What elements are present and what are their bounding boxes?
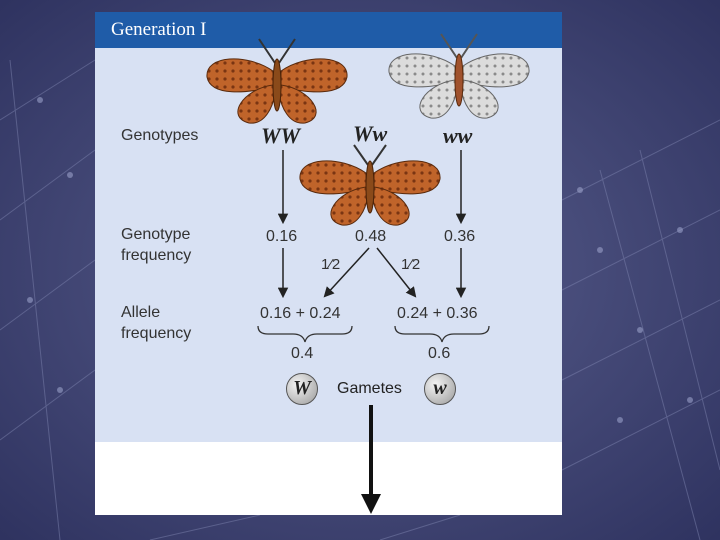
allele-frequency-label-line2: frequency xyxy=(121,323,191,344)
gametes-label: Gametes xyxy=(337,378,402,399)
allele-frequency-dominant: 0.4 xyxy=(291,345,313,363)
allele-sum-recessive: 0.24 + 0.36 xyxy=(397,305,478,323)
split-factor-left: 1⁄2 xyxy=(321,256,340,273)
diagram-panel: Generation I Genotypes Genotype frequenc… xyxy=(95,12,562,515)
generation-title: Generation I xyxy=(111,19,206,41)
header-bar: Generation I xyxy=(95,12,562,48)
genotypes-label: Genotypes xyxy=(121,125,198,146)
frequency-dominant: 0.16 xyxy=(266,228,297,246)
genotype-frequency-label-line2: frequency xyxy=(121,245,191,266)
frequency-recessive: 0.36 xyxy=(444,228,475,246)
split-factor-right: 1⁄2 xyxy=(401,256,420,273)
genotype-frequency-label-line1: Genotype xyxy=(121,224,190,245)
genotype-dominant: WW xyxy=(261,123,300,149)
allele-frequency-recessive: 0.6 xyxy=(428,345,450,363)
allele-sum-dominant: 0.16 + 0.24 xyxy=(260,305,341,323)
allele-frequency-label-line1: Allele xyxy=(121,302,160,323)
gamete-recessive-circle: w xyxy=(424,373,456,405)
gamete-dominant-circle: W xyxy=(286,373,318,405)
frequency-heterozygous: 0.48 xyxy=(355,228,386,246)
genotype-heterozygous: Ww xyxy=(353,121,387,147)
genotype-recessive: ww xyxy=(443,123,472,149)
